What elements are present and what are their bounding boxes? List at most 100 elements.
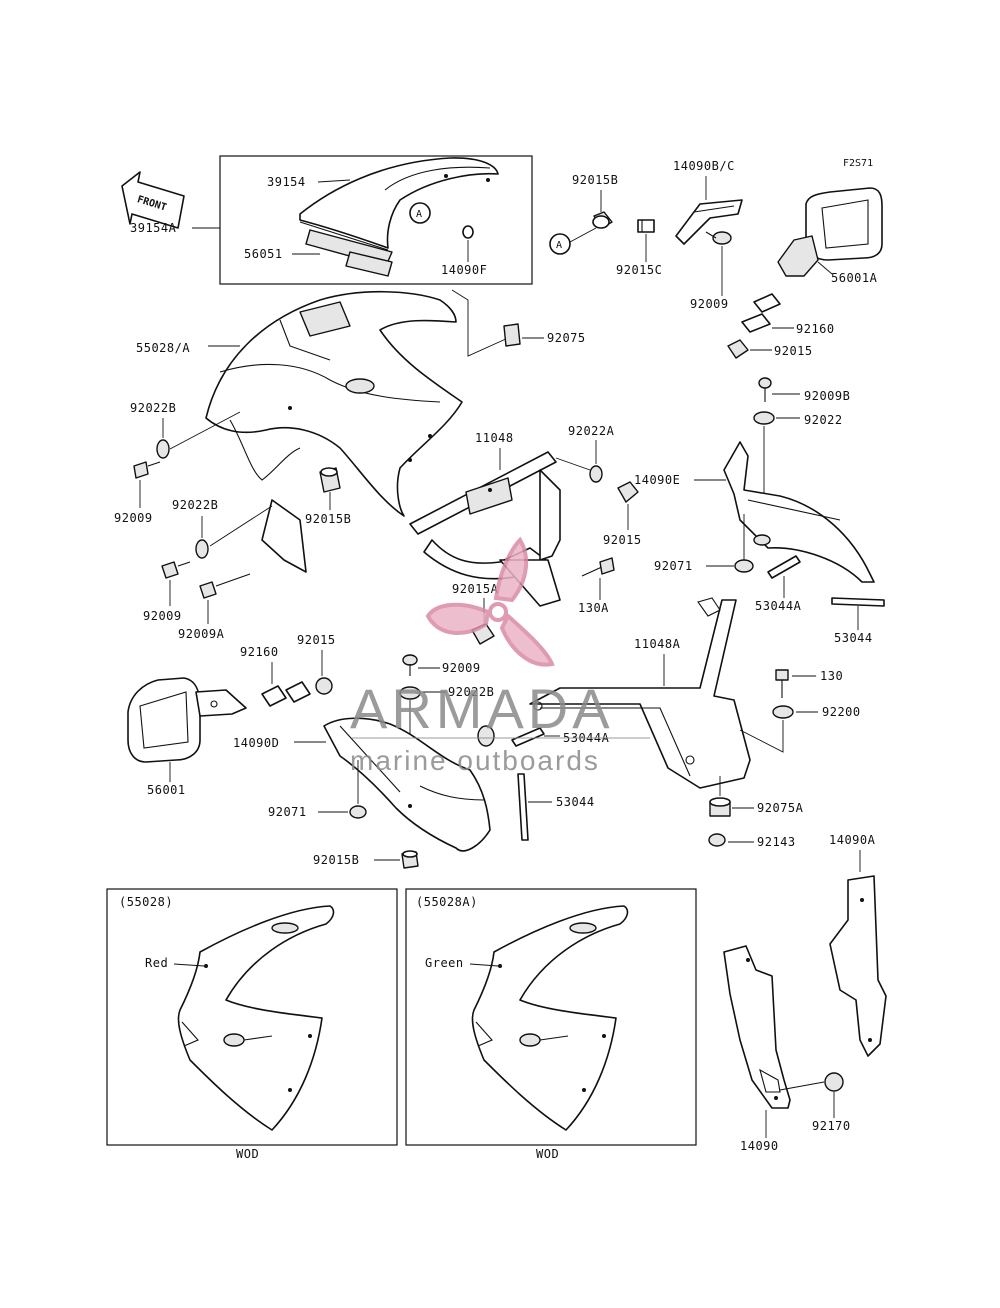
windshield-group-box [219, 155, 533, 285]
label-11048: 11048 [475, 431, 514, 445]
label-92075a: 92075A [757, 801, 804, 815]
nut-plate-92160-low [261, 681, 311, 707]
label-92015a: 92015A [452, 582, 499, 596]
rod-53044-right [831, 597, 885, 607]
label-92022: 92022 [804, 413, 843, 427]
label-56001a: 56001A [831, 271, 878, 285]
label-14090f: 14090F [441, 263, 487, 277]
armada-watermark: ARMADA marine outboards [350, 536, 650, 776]
ref-circle-a-left [549, 233, 571, 255]
label-130: 130 [820, 669, 843, 683]
inset-left-footer: WOD [236, 1147, 259, 1161]
label-92009a: 92009A [178, 627, 225, 641]
screw-92009a [199, 573, 251, 599]
bracket-14090bc [675, 199, 743, 245]
label-92015b-top: 92015B [572, 173, 618, 187]
lower-cowl-14090d [323, 717, 495, 852]
clip-92015c [637, 219, 655, 233]
label-92022b-1: 92022B [130, 401, 176, 415]
rod-53044-low [517, 773, 529, 841]
grommet-92143 [708, 833, 726, 847]
label-92022b-2: 92022B [172, 498, 218, 512]
bolt-92009b [758, 377, 772, 402]
propeller-logo-icon [425, 536, 555, 667]
windshield [299, 157, 499, 251]
nut-92015-low [315, 677, 333, 695]
washer-92022b-2 [195, 539, 209, 559]
collar-92015b-low [401, 850, 419, 869]
label-92009-1: 92009 [114, 511, 153, 525]
pin-53044a-low [511, 727, 545, 747]
label-92015c: 92015C [616, 263, 662, 277]
label-92009-low: 92009 [442, 661, 481, 675]
bracket-14090a [829, 875, 887, 1057]
collar-92015b-mid [319, 467, 341, 493]
front-arrow-icon: FRONT [121, 171, 185, 229]
label-14090: 14090 [740, 1139, 779, 1153]
nut-92015-mid [617, 481, 639, 503]
inset-right-color-label: Green [425, 956, 464, 970]
windshield-bracket [305, 229, 393, 277]
inset-right-footer: WOD [536, 1147, 559, 1161]
screw-92009-low [402, 654, 418, 676]
upper-cowl [205, 290, 463, 517]
label-130a: 130A [578, 601, 609, 615]
label-92143: 92143 [757, 835, 796, 849]
washer-92022b-low [399, 686, 421, 700]
label-11048a: 11048A [634, 637, 681, 651]
pin-53044a-right [767, 555, 801, 579]
bolt-130 [775, 669, 789, 698]
washer-92022b-1 [156, 439, 170, 459]
inset-right: (55028A) Green WOD [405, 888, 697, 1161]
collar-92015b-top [592, 211, 613, 229]
label-92170: 92170 [812, 1119, 851, 1133]
label-92009b: 92009B [804, 389, 850, 403]
mirror-left [127, 677, 247, 763]
label-92015b-low: 92015B [313, 853, 359, 867]
inset-left-code: (55028) [119, 895, 173, 909]
bolt-92009-top [705, 231, 732, 245]
nut-plate-92160-top [741, 293, 781, 333]
watermark-tagline: marine outboards [350, 745, 600, 776]
label-92015-top: 92015 [774, 344, 813, 358]
label-39154: 39154 [267, 175, 306, 189]
washer-92200 [772, 705, 794, 719]
grommet-92071-right [734, 559, 754, 573]
washer-92022 [753, 411, 775, 425]
inset-left: (55028) Red WOD [106, 888, 398, 1161]
inner-panel-left [261, 499, 307, 573]
label-92160-low: 92160 [240, 645, 279, 659]
ref-a-top-text: A [416, 209, 422, 220]
label-92200: 92200 [822, 705, 861, 719]
reference-code: F2S71 [843, 158, 873, 169]
label-92009-top: 92009 [690, 297, 729, 311]
label-14090e: 14090E [634, 473, 680, 487]
label-53044-low: 53044 [556, 795, 595, 809]
washer-92022a [589, 465, 603, 483]
label-14090d: 14090D [233, 736, 279, 750]
ref-a-left-text: A [556, 240, 562, 251]
label-14090a: 14090A [829, 833, 876, 847]
label-14090bc: 14090B/C [673, 159, 735, 173]
label-92015b-mid: 92015B [305, 512, 351, 526]
label-39154a: 39154A [130, 221, 177, 235]
label-92009-2: 92009 [143, 609, 182, 623]
label-56051: 56051 [244, 247, 283, 261]
clip-92075 [503, 323, 521, 347]
label-92015-mid: 92015 [603, 533, 642, 547]
grommet-92071-low [349, 805, 367, 819]
watermark-brand: ARMADA [350, 677, 614, 740]
label-56001: 56001 [147, 783, 186, 797]
bracket-14090 [723, 945, 791, 1109]
inset-right-code: (55028A) [416, 895, 478, 909]
screw-92009-2 [161, 561, 191, 579]
damper-92075a [709, 797, 731, 817]
bolt-130a [581, 557, 615, 577]
nut-92015-top [727, 339, 749, 359]
label-92075: 92075 [547, 331, 586, 345]
label-92022b-low: 92022B [448, 685, 494, 699]
mirror-right [777, 187, 883, 277]
grommet-92170 [824, 1072, 844, 1092]
label-53044-right: 53044 [834, 631, 873, 645]
